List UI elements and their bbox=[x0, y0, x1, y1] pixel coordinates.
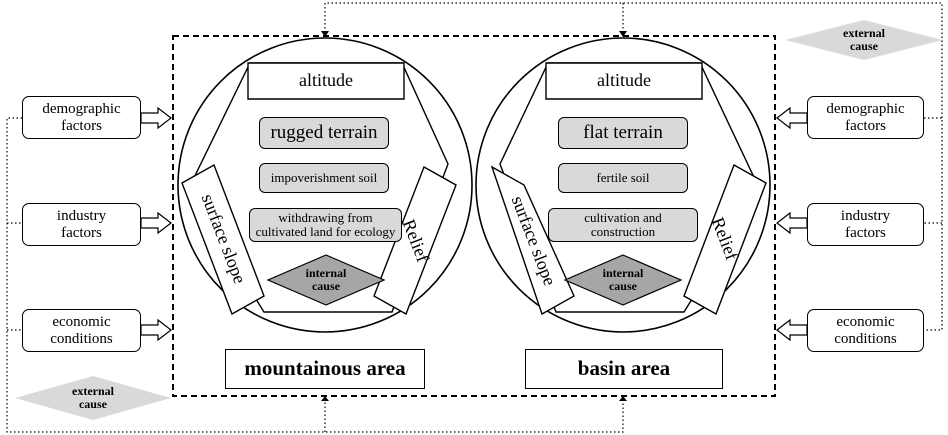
basin-item-cultivation: cultivation and construction bbox=[548, 208, 698, 242]
right-arrows bbox=[776, 106, 808, 342]
basin-item-flat-terrain: flat terrain bbox=[558, 117, 688, 149]
mountainous-item-rugged-terrain: rugged terrain bbox=[259, 117, 389, 149]
mountainous-slope-tab bbox=[181, 163, 265, 316]
mountainous-altitude-tab bbox=[247, 62, 405, 100]
basin-internal-diamond bbox=[563, 254, 683, 306]
mountainous-item-withdrawing: withdrawing from cultivated land for eco… bbox=[249, 208, 402, 242]
mountainous-circle bbox=[177, 37, 473, 333]
mountainous-item-soil: impoverishment soil bbox=[259, 163, 389, 193]
dotted-connectors bbox=[6, 2, 943, 433]
basin-slope-tab bbox=[490, 165, 575, 316]
mountainous-internal-diamond bbox=[266, 254, 386, 306]
basin-circle bbox=[475, 37, 771, 333]
basin-relief-tab bbox=[683, 163, 767, 316]
mountainous-internal-cause-label: internal cause bbox=[305, 265, 347, 293]
right-industry-factors: industry factors bbox=[807, 203, 924, 246]
right-economic-conditions: economic conditions bbox=[807, 309, 924, 352]
left-industry-factors: industry factors bbox=[22, 203, 141, 246]
basin-altitude-tab bbox=[545, 62, 703, 100]
dashed-frame bbox=[172, 35, 776, 397]
right-demographic-factors: demographic factors bbox=[807, 96, 924, 139]
left-arrows bbox=[140, 106, 172, 342]
basin-item-soil: fertile soil bbox=[558, 163, 688, 193]
connector-arrowheads bbox=[321, 31, 627, 401]
left-demographic-factors: demographic factors bbox=[22, 96, 141, 139]
basin-altitude-label: altitude bbox=[597, 70, 651, 91]
external-diamond-bottom bbox=[15, 376, 171, 420]
basin-area-title: basin area bbox=[525, 349, 723, 389]
basin-internal-cause-label: internal cause bbox=[602, 265, 644, 293]
mountainous-relief-tab bbox=[373, 165, 457, 316]
external-cause-bottom-label: external cause bbox=[72, 383, 114, 411]
left-economic-conditions: economic conditions bbox=[22, 309, 141, 352]
mountainous-area-title: mountainous area bbox=[225, 349, 425, 389]
external-cause-top-label: external cause bbox=[843, 25, 885, 53]
external-diamond-top bbox=[785, 20, 943, 60]
mountainous-altitude-label: altitude bbox=[299, 70, 353, 91]
